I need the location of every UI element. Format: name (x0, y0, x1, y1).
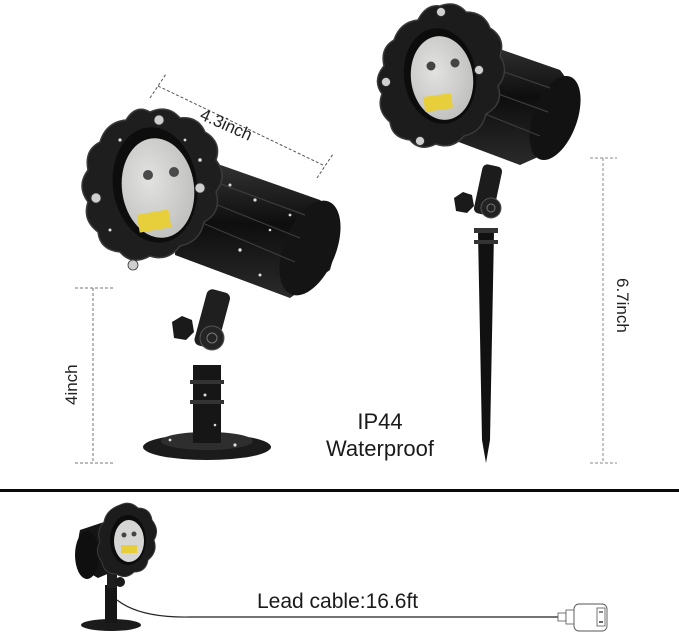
ip-code: IP44 (357, 409, 403, 434)
waterproof-rating: IP44 Waterproof (300, 408, 460, 462)
cable-length-label: Lead cable:16.6ft (257, 590, 419, 613)
waterproof-label: Waterproof (325, 436, 434, 461)
section-divider (0, 489, 679, 492)
